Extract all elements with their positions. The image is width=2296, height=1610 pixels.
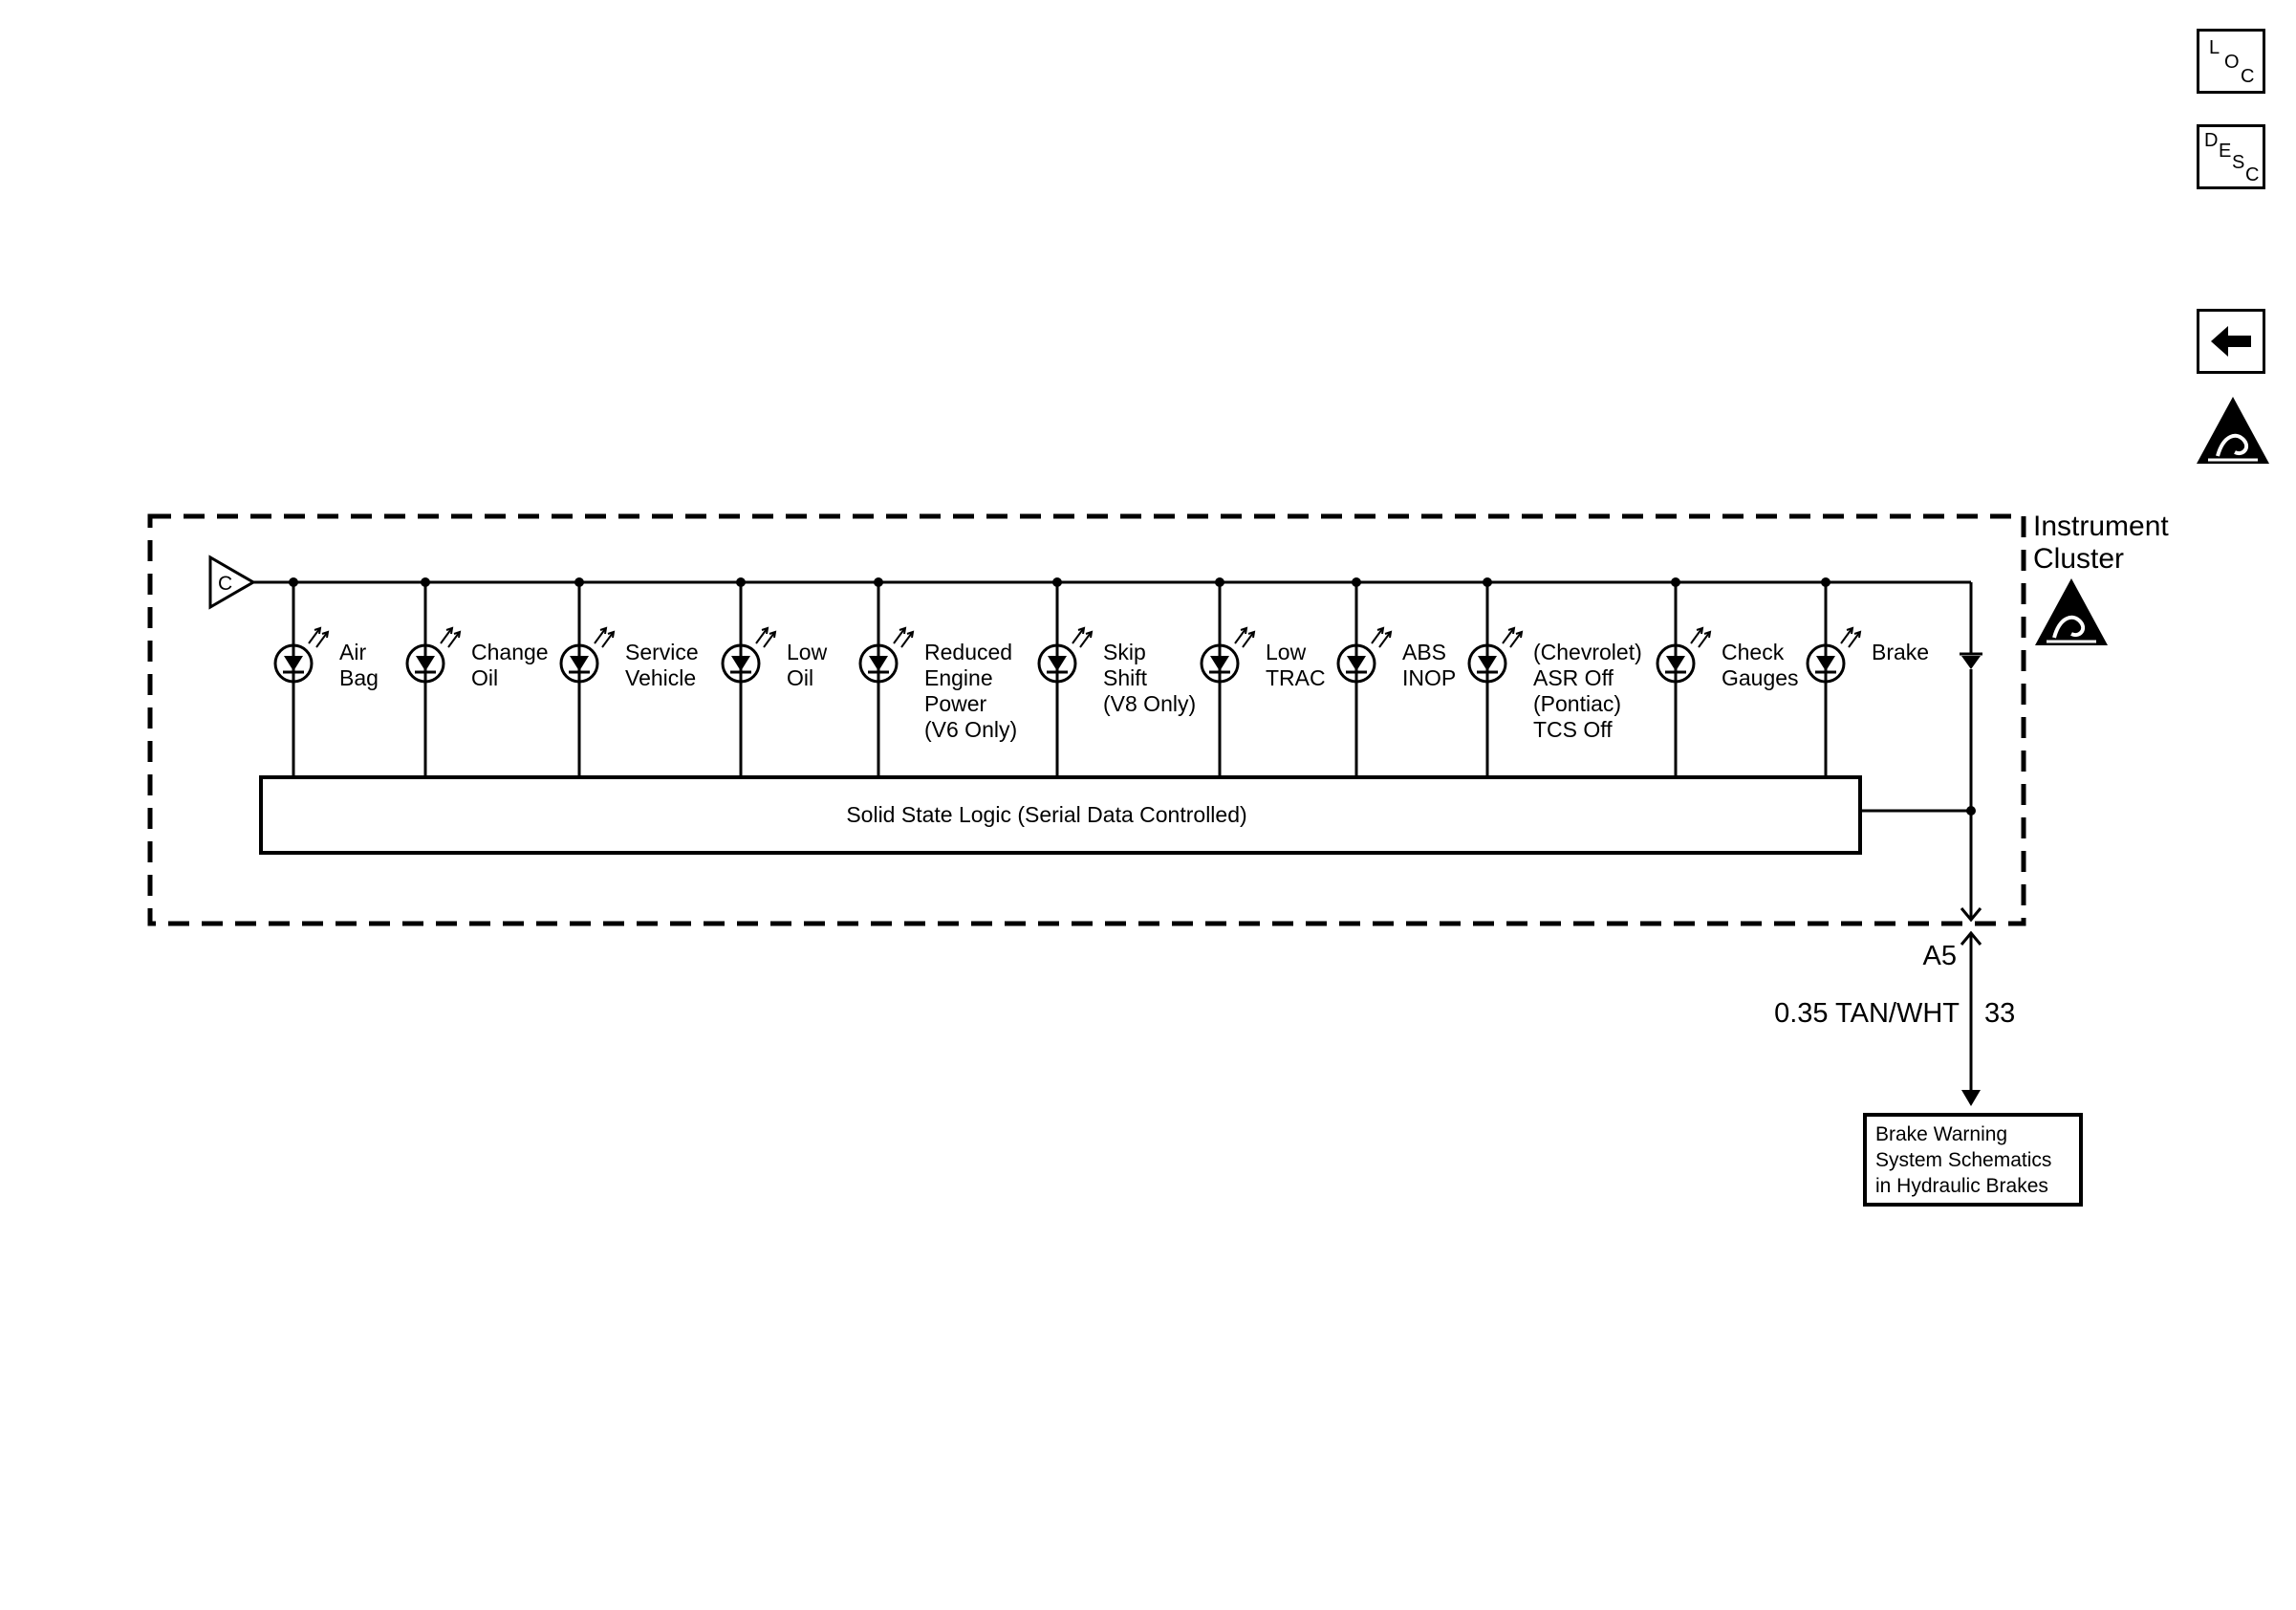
indicator-label: (V8 Only) <box>1103 691 1196 716</box>
back-arrow-icon <box>2211 326 2251 357</box>
instrument-cluster-boundary <box>147 513 2026 926</box>
indicator-label: Shift <box>1103 665 1148 690</box>
svg-text:C: C <box>218 573 232 595</box>
svg-text:in Hydraulic Brakes: in Hydraulic Brakes <box>1875 1175 2048 1197</box>
indicator-label: Low <box>787 640 828 664</box>
indicator-label: Low <box>1266 640 1307 664</box>
esd-symbol-icon <box>2035 578 2108 645</box>
wire-color-label: 0.35 TAN/WHT <box>1774 998 1960 1029</box>
indicator-label: ASR Off <box>1533 665 1614 690</box>
loc-letter-l: L <box>2209 37 2220 58</box>
indicator-label: Reduced <box>924 640 1012 664</box>
desc-letter-c: C <box>2245 164 2260 185</box>
logic-block-label: Solid State Logic (Serial Data Controlle… <box>846 802 1246 827</box>
brake-warning-reference-link[interactable]: Brake Warning System Schematics in Hydra… <box>1863 1113 2083 1207</box>
indicator-label: Gauges <box>1722 665 1799 690</box>
diode-symbol <box>1961 656 1981 669</box>
desc-button[interactable]: D E S C <box>2197 124 2265 189</box>
solid-state-logic-block <box>259 775 1862 855</box>
indicator-label: Bag <box>339 665 379 690</box>
indicator-label: Skip <box>1103 640 1146 664</box>
indicator-label: Change <box>471 640 549 664</box>
loc-letter-c: C <box>2241 66 2255 87</box>
indicator-label: Brake <box>1872 640 1929 664</box>
indicator-label: Check <box>1722 640 1785 664</box>
indicator-lamp: Brake <box>1806 577 1929 777</box>
svg-text:Brake Warning: Brake Warning <box>1875 1123 2007 1145</box>
indicator-label: Oil <box>471 665 498 690</box>
desc-letter-s: S <box>2232 152 2245 173</box>
indicator-label: TCS Off <box>1533 717 1613 742</box>
indicator-label: (V6 Only) <box>924 717 1017 742</box>
brake-circuit <box>1860 582 1982 1106</box>
circuit-number-label: 33 <box>1984 998 2015 1029</box>
indicator-lamp: (Chevrolet)ASR Off(Pontiac)TCS Off <box>1467 577 1642 777</box>
loc-letter-o: O <box>2224 52 2240 73</box>
indicator-label: ABS <box>1402 640 1446 664</box>
indicator-label: Engine <box>924 665 993 690</box>
indicator-lamps: AirBagChangeOilServiceVehicleLowOilReduc… <box>273 577 1929 777</box>
indicator-label: Vehicle <box>625 665 696 690</box>
indicator-label: Power <box>924 691 987 716</box>
back-button[interactable] <box>2197 309 2265 374</box>
desc-letter-d: D <box>2204 130 2219 151</box>
indicator-label: Service <box>625 640 699 664</box>
indicator-label: TRAC <box>1266 665 1326 690</box>
module-label-line2: Cluster <box>2033 543 2124 575</box>
indicator-label: (Chevrolet) <box>1533 640 1642 664</box>
desc-letter-e: E <box>2219 141 2232 162</box>
indicator-label: INOP <box>1402 665 1456 690</box>
indicator-label: Air <box>339 640 366 664</box>
input-connector-c: C <box>208 555 256 610</box>
module-label-line1: Instrument <box>2033 511 2169 542</box>
arrow-down-icon <box>1961 1090 1981 1106</box>
indicator-label: Oil <box>787 665 813 690</box>
connector-pin-label: A5 <box>1923 941 1957 971</box>
indicator-label: (Pontiac) <box>1533 691 1621 716</box>
loc-button[interactable]: L O C <box>2197 29 2265 94</box>
svg-text:System Schematics: System Schematics <box>1875 1149 2051 1171</box>
esd-warning-icon <box>2197 397 2269 464</box>
